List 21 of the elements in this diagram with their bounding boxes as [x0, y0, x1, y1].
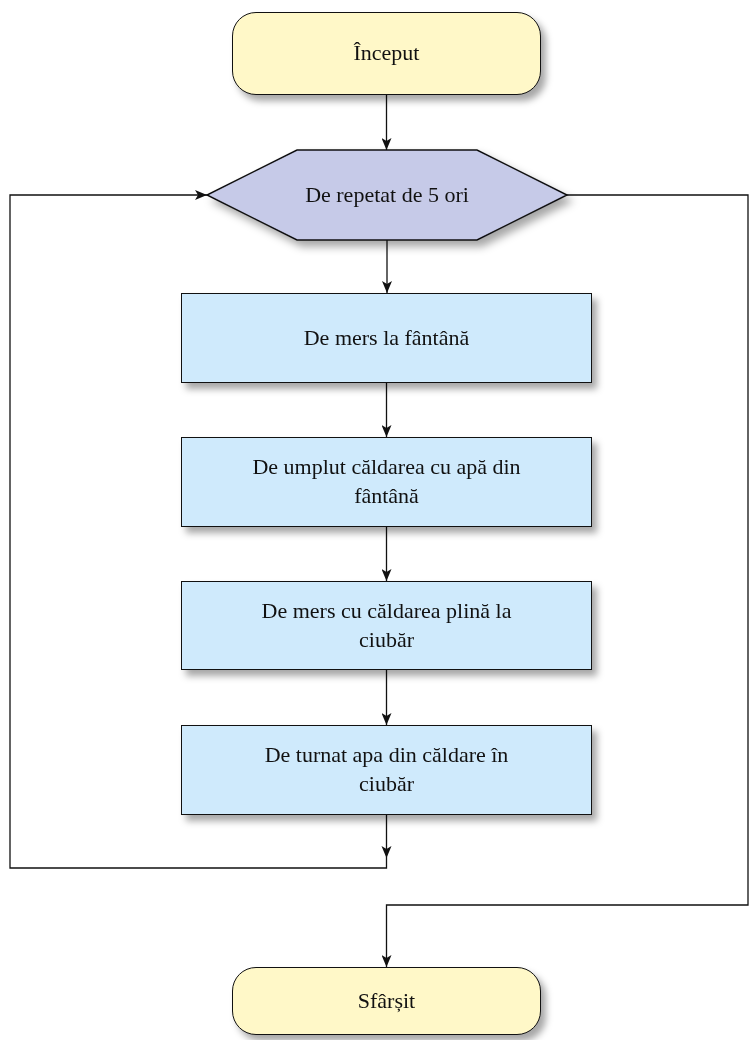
arrow [381, 669, 392, 726]
process-box [181, 581, 592, 670]
node-label: Început [353, 39, 420, 68]
node-label: De repetat de 5 ori [305, 180, 469, 209]
loop-hexagon [207, 150, 567, 240]
node-label: Sfârșit [357, 986, 416, 1015]
arrow [382, 239, 392, 294]
arrow [381, 526, 392, 582]
process-box [181, 437, 592, 527]
terminal-box [232, 967, 541, 1035]
process-box [181, 293, 592, 383]
process-box [181, 725, 592, 815]
terminal-box [232, 12, 541, 95]
arrow [381, 94, 392, 151]
node-label: De mers cu căldarea plină la ciubăr [260, 596, 513, 654]
arrow [381, 382, 392, 438]
node-label: De umplut căldarea cu apă din fântână [251, 453, 522, 510]
node-label: De mers la fântână [303, 323, 470, 352]
node-label: De turnat apa din căldare în ciubăr [263, 741, 510, 798]
arrow [381, 194, 749, 968]
arrow [9, 190, 388, 869]
